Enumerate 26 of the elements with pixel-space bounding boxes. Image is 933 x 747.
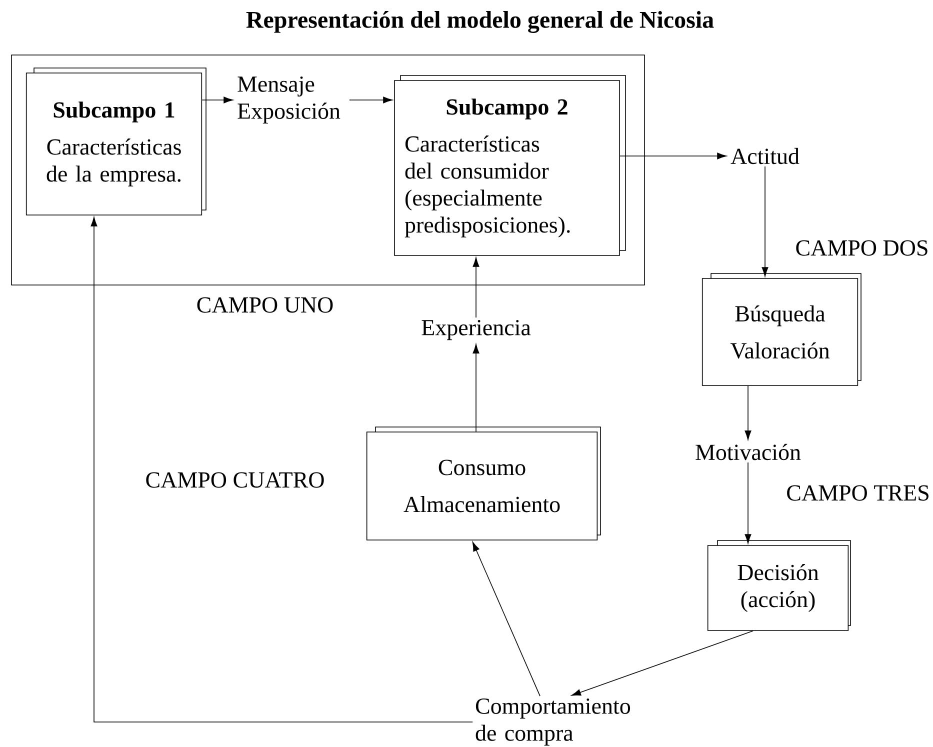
field-label: CAMPO CUATRO [146,472,324,488]
arrow [571,630,754,696]
field-label: CAMPO UNO [197,297,333,313]
process-box: Subcampo 2 Características del consumidor (especialmente predisposiciones). [394,75,626,256]
flow-text: Experiencia [422,320,531,340]
title: Representación del modelo general de Nicosia [246,11,714,33]
arrow [744,386,752,440]
arrow [472,542,540,696]
arrow [762,166,768,277]
flow-text: Actitud [730,148,800,164]
flow-text: Motivación [696,444,801,460]
process-box: Consumo Almacenamiento [366,426,601,540]
arrow [349,96,393,104]
arrow [90,216,473,722]
arrow [472,257,480,318]
process-box: Subcampo 1 Características de la empresa. [26,68,206,216]
field-label: CAMPO DOS [796,240,928,256]
field-label: CAMPO TRES [787,485,928,501]
arrow [202,96,234,104]
flow-text: Comportamiento de compra [476,698,630,746]
process-box: Búsqueda Valoración [702,273,862,386]
flow-text: Mensaje Exposición [238,76,340,124]
process-box: Decisión (acción) [707,540,851,631]
arrow [472,344,480,432]
arrow [744,462,752,544]
arrow [620,152,727,160]
